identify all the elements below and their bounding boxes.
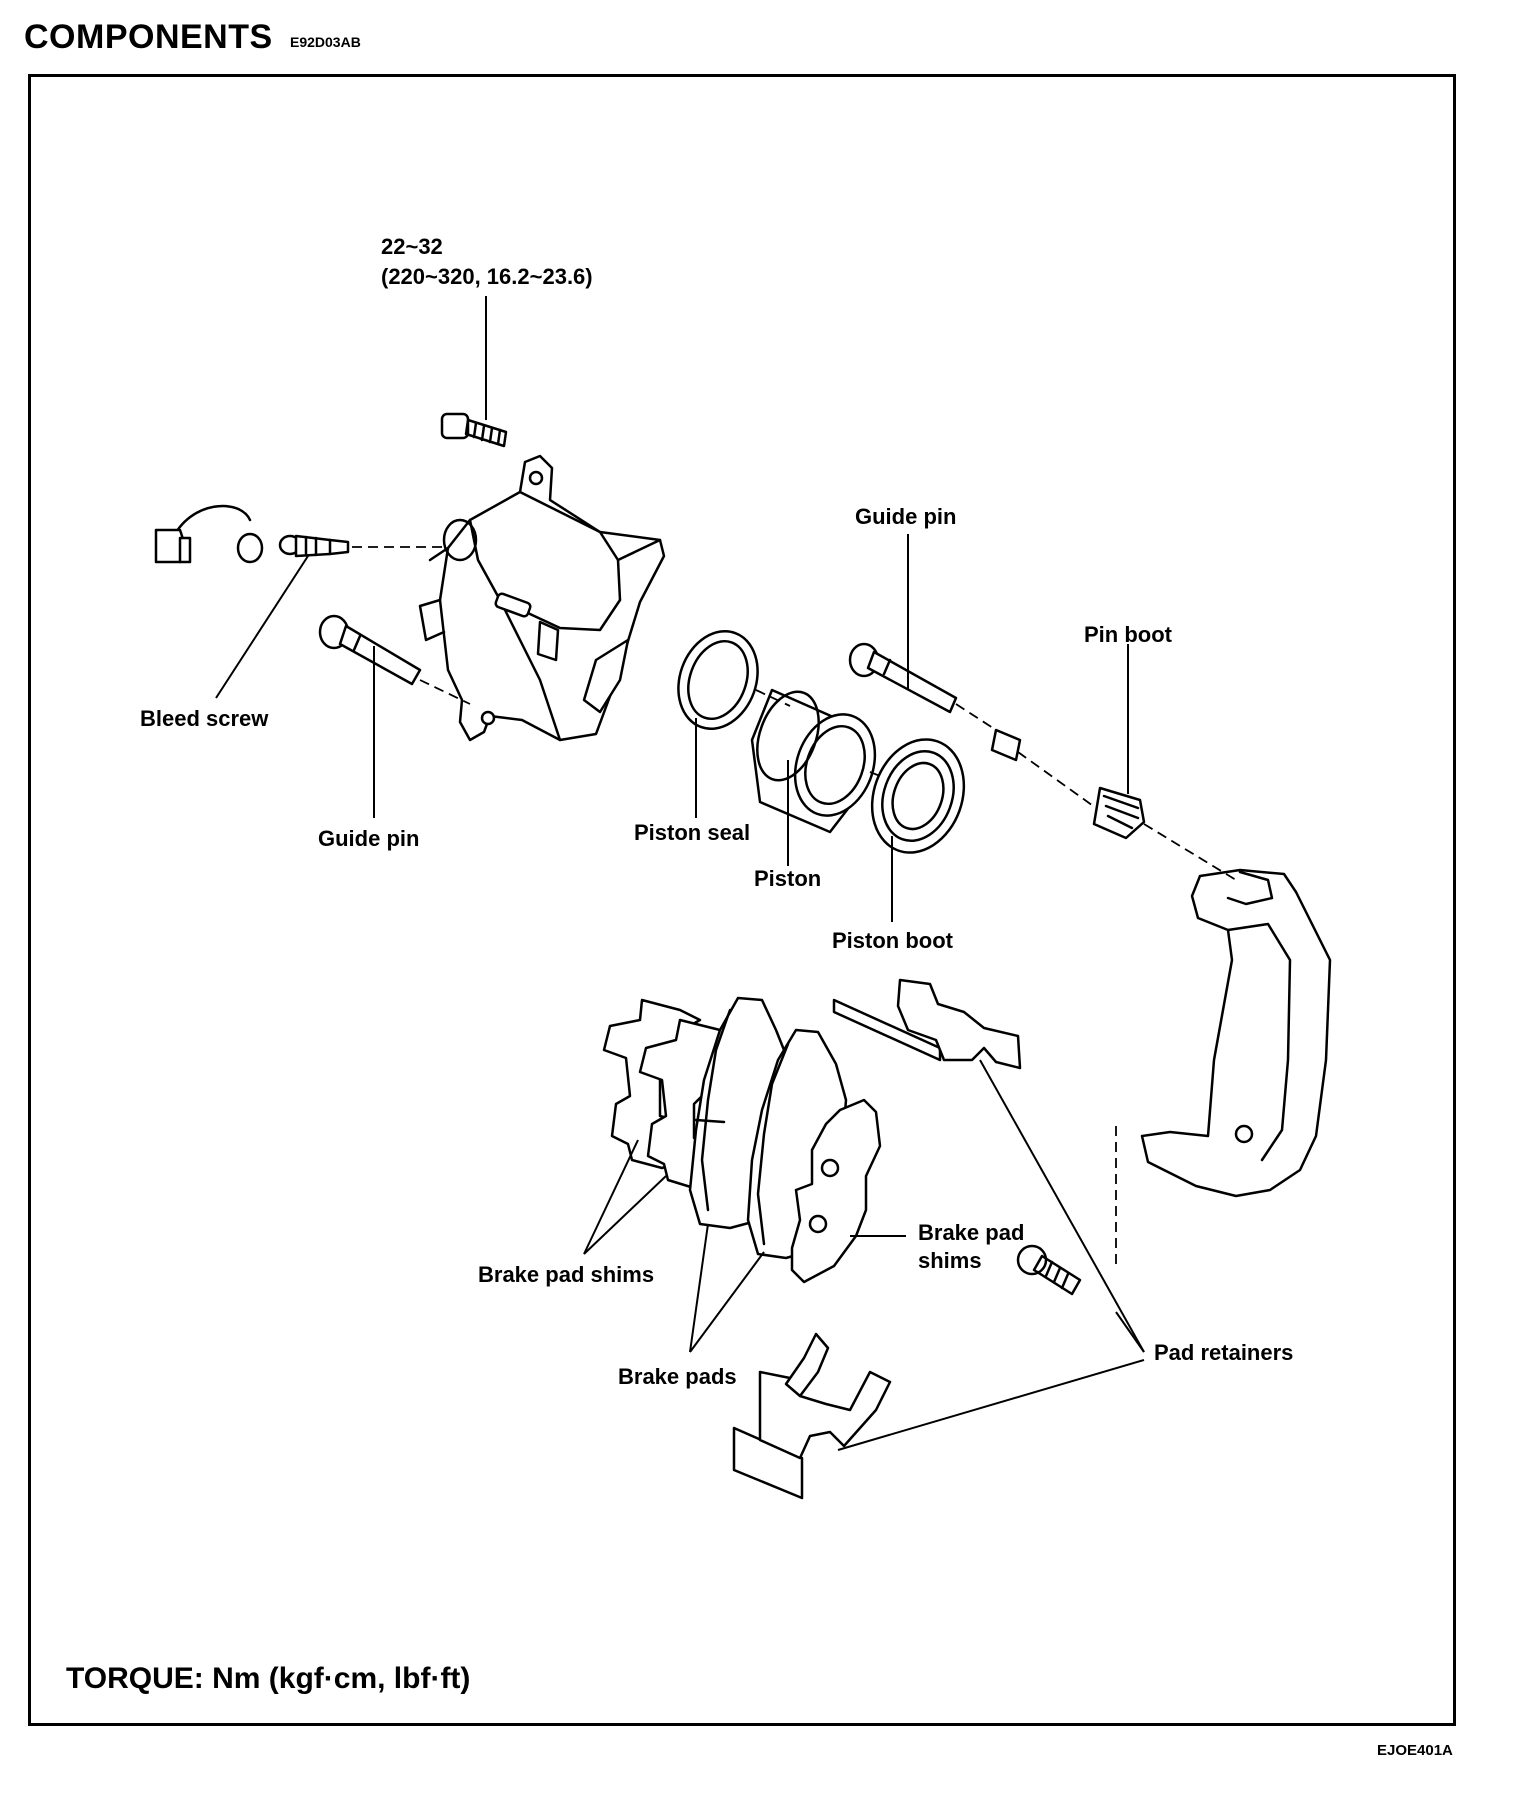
brake-pad-shims-right-label-2: shims bbox=[918, 1248, 982, 1273]
brake-pad-shims-right-label-1: Brake pad bbox=[918, 1220, 1025, 1245]
piston-seal-label: Piston seal bbox=[634, 820, 751, 845]
guide-pin-right-label: Guide pin bbox=[855, 504, 957, 529]
pad-retainer-icon bbox=[832, 978, 1022, 1070]
caliper-icon bbox=[418, 454, 666, 742]
pad-retainer-icon bbox=[732, 1332, 892, 1500]
piston-boot-icon bbox=[870, 738, 966, 854]
caliper-bracket-icon bbox=[1140, 868, 1332, 1198]
piston-seal-icon bbox=[677, 630, 759, 730]
bleed-screw-label: Bleed screw bbox=[140, 706, 269, 731]
pin-boot-label: Pin boot bbox=[1084, 622, 1172, 647]
figure-id: EJOE401A bbox=[1377, 1742, 1453, 1759]
piston-boot-label: Piston boot bbox=[832, 928, 953, 953]
piston-label: Piston bbox=[754, 866, 822, 891]
brake-pad-shim-icon bbox=[790, 1098, 882, 1284]
page-title: COMPONENTS bbox=[24, 18, 273, 56]
brake-pad-shims-left-label: Brake pad shims bbox=[478, 1262, 655, 1287]
torque-value-line1: 22~32 bbox=[381, 234, 443, 259]
brake-pads-label: Brake pads bbox=[618, 1364, 737, 1389]
torque-units-caption: TORQUE: Nm (kgf·cm, lbf·ft) bbox=[66, 1662, 471, 1695]
section-code: E92D03AB bbox=[290, 34, 361, 50]
piston-icon bbox=[750, 688, 877, 834]
bolt-icon bbox=[1016, 1244, 1082, 1296]
bleed-screw-icon bbox=[154, 504, 350, 564]
pin-boot-icon bbox=[1092, 786, 1146, 840]
pad-retainers-label: Pad retainers bbox=[1154, 1340, 1294, 1365]
guide-pin-icon bbox=[848, 642, 1022, 762]
bolt-icon bbox=[440, 412, 508, 448]
diagram-frame bbox=[28, 74, 1456, 1726]
guide-pin-icon bbox=[318, 614, 422, 686]
guide-pin-left-label: Guide pin bbox=[318, 826, 420, 851]
torque-value-line2: (220~320, 16.2~23.6) bbox=[381, 264, 593, 289]
